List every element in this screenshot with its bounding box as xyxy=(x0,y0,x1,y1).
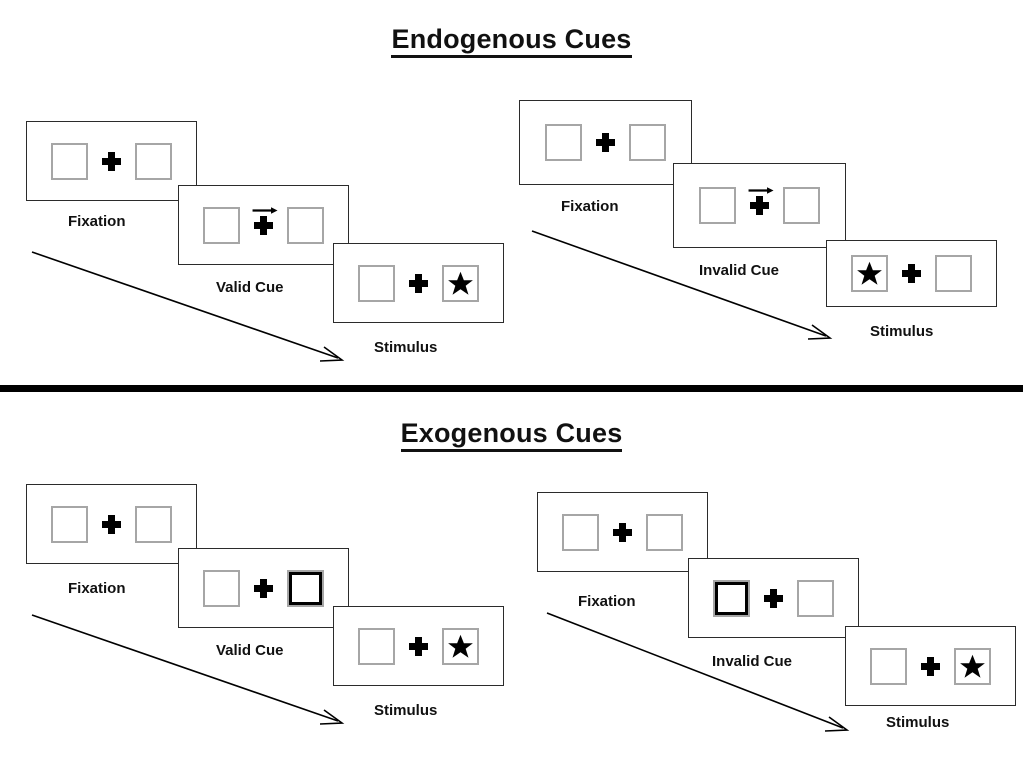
stimulus-display xyxy=(870,647,991,685)
fixation-cross-wrap xyxy=(409,273,428,293)
stimulus-display xyxy=(203,206,324,244)
step-label-fixation: Fixation xyxy=(578,593,636,610)
plus-icon xyxy=(764,588,783,608)
step-label-valid-cue: Valid Cue xyxy=(216,642,284,659)
step-label-fixation: Fixation xyxy=(68,213,126,230)
step-label-stimulus: Stimulus xyxy=(870,323,934,340)
fixation-cross-wrap xyxy=(596,133,615,152)
step-label-stimulus: Stimulus xyxy=(374,339,438,356)
section-title-endogenous-text: Endogenous Cues xyxy=(391,24,632,58)
stimulus-display xyxy=(713,579,834,617)
plus-icon xyxy=(254,215,273,235)
star-icon xyxy=(857,261,882,285)
trial-card-exogenous-valid-fixation xyxy=(26,484,197,564)
trial-card-endogenous-valid-fixation xyxy=(26,121,197,201)
trial-card-endogenous-invalid-fixation xyxy=(519,100,692,185)
stimulus-display xyxy=(358,627,479,665)
plus-icon xyxy=(596,133,615,152)
fixation-cross-wrap xyxy=(102,514,121,534)
stimulus-display xyxy=(51,505,172,543)
arrow-right-icon xyxy=(748,187,774,194)
step-label-fixation: Fixation xyxy=(561,198,619,215)
placeholder-box-left xyxy=(358,264,395,302)
placeholder-box-left xyxy=(51,505,88,543)
stimulus-display xyxy=(699,187,820,224)
trial-card-exogenous-valid-cue xyxy=(178,548,349,628)
trial-card-endogenous-valid-stimulus xyxy=(333,243,504,323)
placeholder-box-left xyxy=(203,206,240,244)
step-label-invalid-cue: Invalid Cue xyxy=(712,653,793,670)
placeholder-box-left xyxy=(51,142,88,180)
trial-card-endogenous-valid-cue xyxy=(178,185,349,265)
stimulus-display xyxy=(358,264,479,302)
stimulus-display xyxy=(203,569,324,607)
fixation-cross-wrap xyxy=(252,206,278,235)
placeholder-box-right xyxy=(797,579,834,617)
stimulus-display xyxy=(545,124,666,161)
target-box-right xyxy=(442,264,479,302)
placeholder-box-right xyxy=(287,206,324,244)
fixation-cross-wrap xyxy=(764,588,783,608)
placeholder-box-left xyxy=(203,569,240,607)
trial-card-endogenous-invalid-stimulus xyxy=(826,240,997,307)
plus-icon xyxy=(102,151,121,171)
star-icon xyxy=(960,654,985,678)
plus-icon xyxy=(254,578,273,598)
target-box-right xyxy=(954,647,991,685)
star-icon xyxy=(448,271,473,295)
fixation-cross-wrap xyxy=(613,522,632,542)
trial-card-exogenous-invalid-stimulus xyxy=(845,626,1016,706)
diagonal-arrow-icon xyxy=(31,614,345,725)
placeholder-box-right xyxy=(646,513,683,551)
placeholder-box-left xyxy=(699,187,736,224)
step-label-stimulus: Stimulus xyxy=(374,702,438,719)
fixation-cross-wrap xyxy=(748,187,774,215)
star-icon xyxy=(448,634,473,658)
trial-card-endogenous-invalid-cue xyxy=(673,163,846,248)
target-box-right xyxy=(442,627,479,665)
step-label-invalid-cue: Invalid Cue xyxy=(699,262,780,279)
step-label-fixation: Fixation xyxy=(68,580,126,597)
plus-icon xyxy=(102,514,121,534)
section-title-exogenous-text: Exogenous Cues xyxy=(400,418,623,452)
plus-icon xyxy=(409,636,428,656)
step-label-valid-cue: Valid Cue xyxy=(216,279,284,296)
placeholder-box-left xyxy=(545,124,582,161)
target-box-left xyxy=(851,255,888,292)
plus-icon xyxy=(902,264,921,283)
trial-card-exogenous-valid-stimulus xyxy=(333,606,504,686)
section-title-exogenous: Exogenous Cues xyxy=(0,418,1023,452)
arrow-right-icon xyxy=(252,206,278,214)
fixation-cross-wrap xyxy=(409,636,428,656)
placeholder-box-right xyxy=(135,505,172,543)
fixation-cross-wrap xyxy=(921,656,940,676)
placeholder-box-right xyxy=(629,124,666,161)
fixation-cross-wrap xyxy=(102,151,121,171)
fixation-cross-wrap xyxy=(902,264,921,283)
cue-box-right xyxy=(287,569,324,607)
diagonal-arrow-icon xyxy=(31,251,345,362)
stimulus-display xyxy=(51,142,172,180)
placeholder-box-left xyxy=(870,647,907,685)
placeholder-box-right xyxy=(935,255,972,292)
stimulus-display xyxy=(851,255,972,292)
section-divider xyxy=(0,385,1023,392)
plus-icon xyxy=(409,273,428,293)
placeholder-box-right xyxy=(783,187,820,224)
plus-icon xyxy=(613,522,632,542)
plus-icon xyxy=(921,656,940,676)
placeholder-box-left xyxy=(562,513,599,551)
plus-icon xyxy=(750,196,769,215)
trial-card-exogenous-invalid-fixation xyxy=(537,492,708,572)
fixation-cross-wrap xyxy=(254,578,273,598)
section-title-endogenous: Endogenous Cues xyxy=(0,24,1023,58)
stimulus-display xyxy=(562,513,683,551)
placeholder-box-left xyxy=(358,627,395,665)
trial-card-exogenous-invalid-cue xyxy=(688,558,859,638)
step-label-stimulus: Stimulus xyxy=(886,714,950,731)
placeholder-box-right xyxy=(135,142,172,180)
cue-box-left xyxy=(713,579,750,617)
